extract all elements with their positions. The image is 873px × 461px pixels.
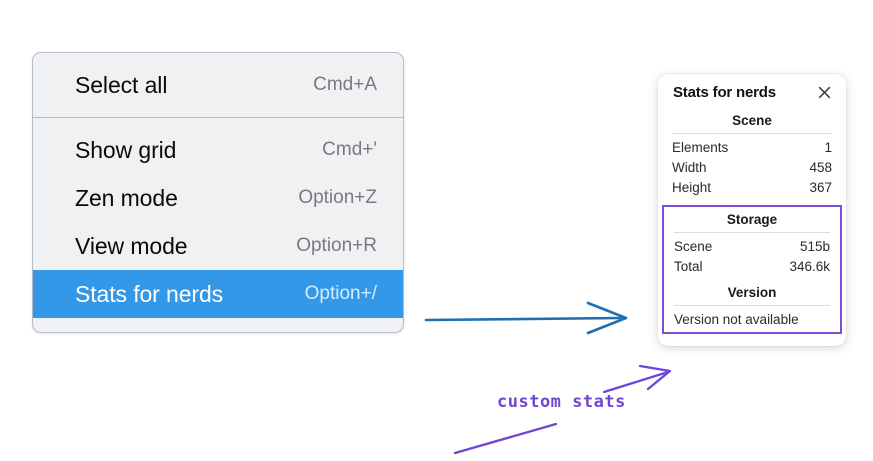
stat-key: Elements (672, 139, 729, 155)
menu-item-shortcut: Option+Z (298, 187, 377, 208)
menu-item-view-mode[interactable]: View mode Option+R (33, 222, 403, 270)
stat-key: Height (672, 179, 712, 195)
stat-value: 515b (799, 238, 830, 254)
stat-row-storage-total: Total 346.6k (674, 256, 830, 276)
menu-item-label: Zen mode (75, 184, 178, 211)
menu-item-label: View mode (75, 232, 188, 259)
menu-item-label: Show grid (75, 136, 177, 163)
custom-stats-highlight-box: Storage Scene 515b Total 346.6k Version … (662, 205, 842, 334)
scene-section: Scene Elements 1 Width 458 Height 367 (658, 111, 846, 197)
stat-key: Total (674, 258, 703, 274)
menu-item-shortcut: Option+R (296, 235, 377, 256)
menu-item-stats-for-nerds[interactable]: Stats for nerds Option+/ (33, 270, 403, 318)
menu-group-spacer (33, 109, 403, 117)
menu-bottom-padding (33, 318, 403, 332)
menu-group-spacer-2 (33, 118, 403, 126)
stat-key: Scene (674, 238, 713, 254)
stat-value: 346.6k (789, 258, 830, 274)
stat-value: 1 (824, 139, 832, 155)
storage-section-title: Storage (726, 212, 778, 227)
blue-arrow-annotation (424, 301, 628, 335)
context-menu[interactable]: Select all Cmd+A Show grid Cmd+' Zen mod… (32, 52, 404, 333)
menu-item-shortcut: Cmd+' (322, 139, 377, 160)
menu-item-shortcut: Option+/ (304, 283, 377, 304)
purple-arrow-annotation (602, 364, 672, 394)
version-value: Version not available (674, 312, 799, 327)
stat-value: 458 (809, 159, 832, 175)
scene-section-rule (672, 133, 832, 134)
menu-top-padding (33, 53, 403, 61)
stat-row-storage-scene: Scene 515b (674, 236, 830, 256)
scene-section-title: Scene (732, 113, 772, 128)
version-section: Version Version not available (664, 276, 840, 328)
storage-section: Storage Scene 515b Total 346.6k (664, 210, 840, 276)
menu-item-label: Stats for nerds (75, 280, 224, 307)
version-section-title: Version (727, 285, 777, 300)
version-section-rule (674, 305, 830, 306)
stat-key: Width (672, 159, 707, 175)
menu-item-shortcut: Cmd+A (313, 74, 377, 95)
stat-row-width: Width 458 (672, 157, 832, 177)
stats-panel-header: Stats for nerds (658, 84, 846, 101)
stat-value: 367 (809, 179, 832, 195)
menu-item-show-grid[interactable]: Show grid Cmd+' (33, 126, 403, 174)
close-icon[interactable] (816, 84, 833, 101)
menu-item-label: Select all (75, 71, 168, 98)
menu-item-zen-mode[interactable]: Zen mode Option+Z (33, 174, 403, 222)
stats-for-nerds-panel: Stats for nerds Scene Elements 1 Width 4… (658, 74, 846, 346)
menu-item-select-all[interactable]: Select all Cmd+A (33, 61, 403, 109)
stat-row-elements: Elements 1 (672, 137, 832, 157)
menu-separator (33, 117, 403, 118)
stat-row-height: Height 367 (672, 177, 832, 197)
annotation-caption: custom stats (497, 392, 626, 412)
purple-underline-annotation (453, 422, 558, 455)
panel-title: Stats for nerds (673, 84, 776, 101)
storage-section-rule (674, 232, 830, 233)
